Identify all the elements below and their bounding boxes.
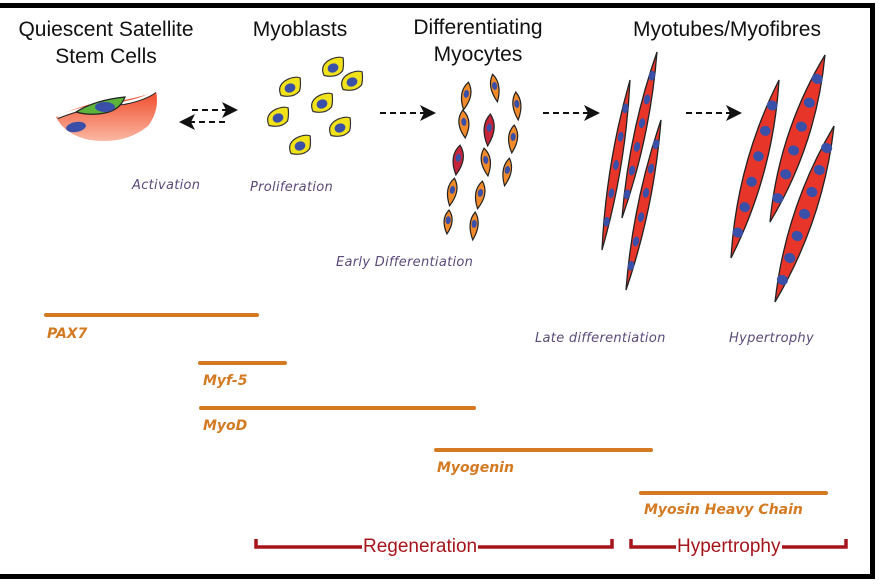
myoblast-cell-icon <box>289 134 312 155</box>
phase-late-differentiation: Late differentiation <box>535 331 666 346</box>
phase-proliferation: Proliferation <box>250 180 334 195</box>
myoblast-cell-icon <box>311 92 334 113</box>
phase-early-differentiation: Early Differentiation <box>336 255 474 270</box>
marker-bar-myogenin <box>434 448 653 452</box>
myoblast-cell-icon <box>279 76 302 97</box>
myocyte-cell-icon <box>508 124 519 155</box>
activation-arrows-icon <box>179 102 238 130</box>
frame-bottom-border <box>0 574 875 579</box>
myocyte-cell-icon <box>502 157 513 188</box>
stage-title-line: Myocytes <box>433 43 523 66</box>
marker-bar-pax7 <box>44 313 259 317</box>
marker-label-pax7: PAX7 <box>47 326 88 342</box>
stage-title-myocytes: Differentiating Myocytes <box>408 14 548 68</box>
myofibres-icon <box>730 54 835 303</box>
myoblast-cell-icon <box>329 116 352 137</box>
stage-title-line: Myotubes/Myofibres <box>633 18 821 41</box>
myocyte-cell-icon <box>512 91 522 122</box>
bracket-label-hypertrophy: Hypertrophy <box>676 536 782 558</box>
marker-bar-myosin-heavy-chain <box>639 491 828 495</box>
stage-title-myotubes: Myotubes/Myofibres <box>612 16 842 43</box>
myocyte-cell-icon <box>474 180 486 211</box>
myofibre-icon <box>769 54 826 223</box>
myocyte-cell-icon <box>460 81 472 112</box>
marker-label-myogenin: Myogenin <box>437 460 514 476</box>
stage-title-line: Differentiating <box>413 16 543 39</box>
phase-hypertrophy: Hypertrophy <box>729 331 814 346</box>
myocytes-icon <box>443 73 522 242</box>
stage-title-quiescent: Quiescent Satellite Stem Cells <box>6 16 206 70</box>
myotube-fibre-icon <box>625 119 662 291</box>
phase-activation: Activation <box>132 178 201 193</box>
marker-bar-myod <box>199 406 476 410</box>
myotube-fibre-icon <box>621 51 658 219</box>
myoblast-cell-icon <box>267 106 290 127</box>
stage-title-line: Quiescent Satellite <box>18 18 194 41</box>
myofibre-icon <box>774 125 835 303</box>
myocyte-cell-icon <box>489 73 500 104</box>
stage-title-line: Myoblasts <box>252 18 348 41</box>
myocyte-cell-icon <box>480 147 492 178</box>
myotubes-icon <box>601 51 662 291</box>
myocyte-cell-icon <box>483 113 495 148</box>
bracket-label-regeneration: Regeneration <box>362 536 479 558</box>
myoblast-cell-icon <box>322 56 345 77</box>
marker-label-myod: MyoD <box>203 418 248 434</box>
stage-title-myoblasts: Myoblasts <box>250 16 350 43</box>
satellite-cell-icon <box>56 89 157 142</box>
marker-label-myosin-heavy-chain: Myosin Heavy Chain <box>644 502 803 518</box>
myoblast-cell-icon <box>341 70 364 91</box>
frame-right-border <box>870 3 875 579</box>
myocyte-cell-icon <box>469 211 479 242</box>
myocyte-cell-icon <box>443 209 453 236</box>
myoblasts-icon <box>267 56 364 155</box>
marker-bar-myf5 <box>198 361 287 365</box>
myocyte-cell-icon <box>452 144 464 177</box>
frame-top-border <box>0 3 875 8</box>
marker-label-myf5: Myf-5 <box>203 373 248 389</box>
stage-title-line: Stem Cells <box>55 45 157 68</box>
myotube-fibre-icon <box>601 79 631 251</box>
myocyte-cell-icon <box>446 177 458 208</box>
myocyte-cell-icon <box>458 109 470 140</box>
